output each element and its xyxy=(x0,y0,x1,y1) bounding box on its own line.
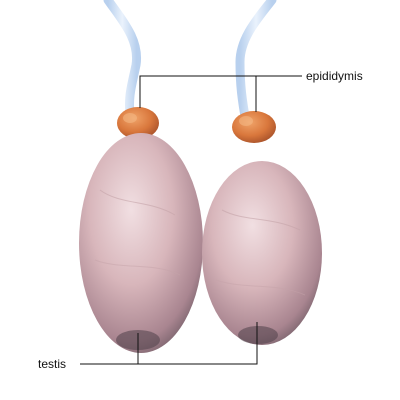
label-epididymis: epididymis xyxy=(306,69,363,83)
left-testis xyxy=(79,133,203,353)
right-duct xyxy=(235,0,277,127)
right-epididymis xyxy=(232,111,276,143)
right-testis xyxy=(202,161,322,345)
testis-leader xyxy=(80,322,258,365)
left-epididymis xyxy=(117,107,159,139)
epididymis-leader xyxy=(139,75,302,112)
label-testis: testis xyxy=(38,357,66,371)
left-duct xyxy=(103,0,142,120)
